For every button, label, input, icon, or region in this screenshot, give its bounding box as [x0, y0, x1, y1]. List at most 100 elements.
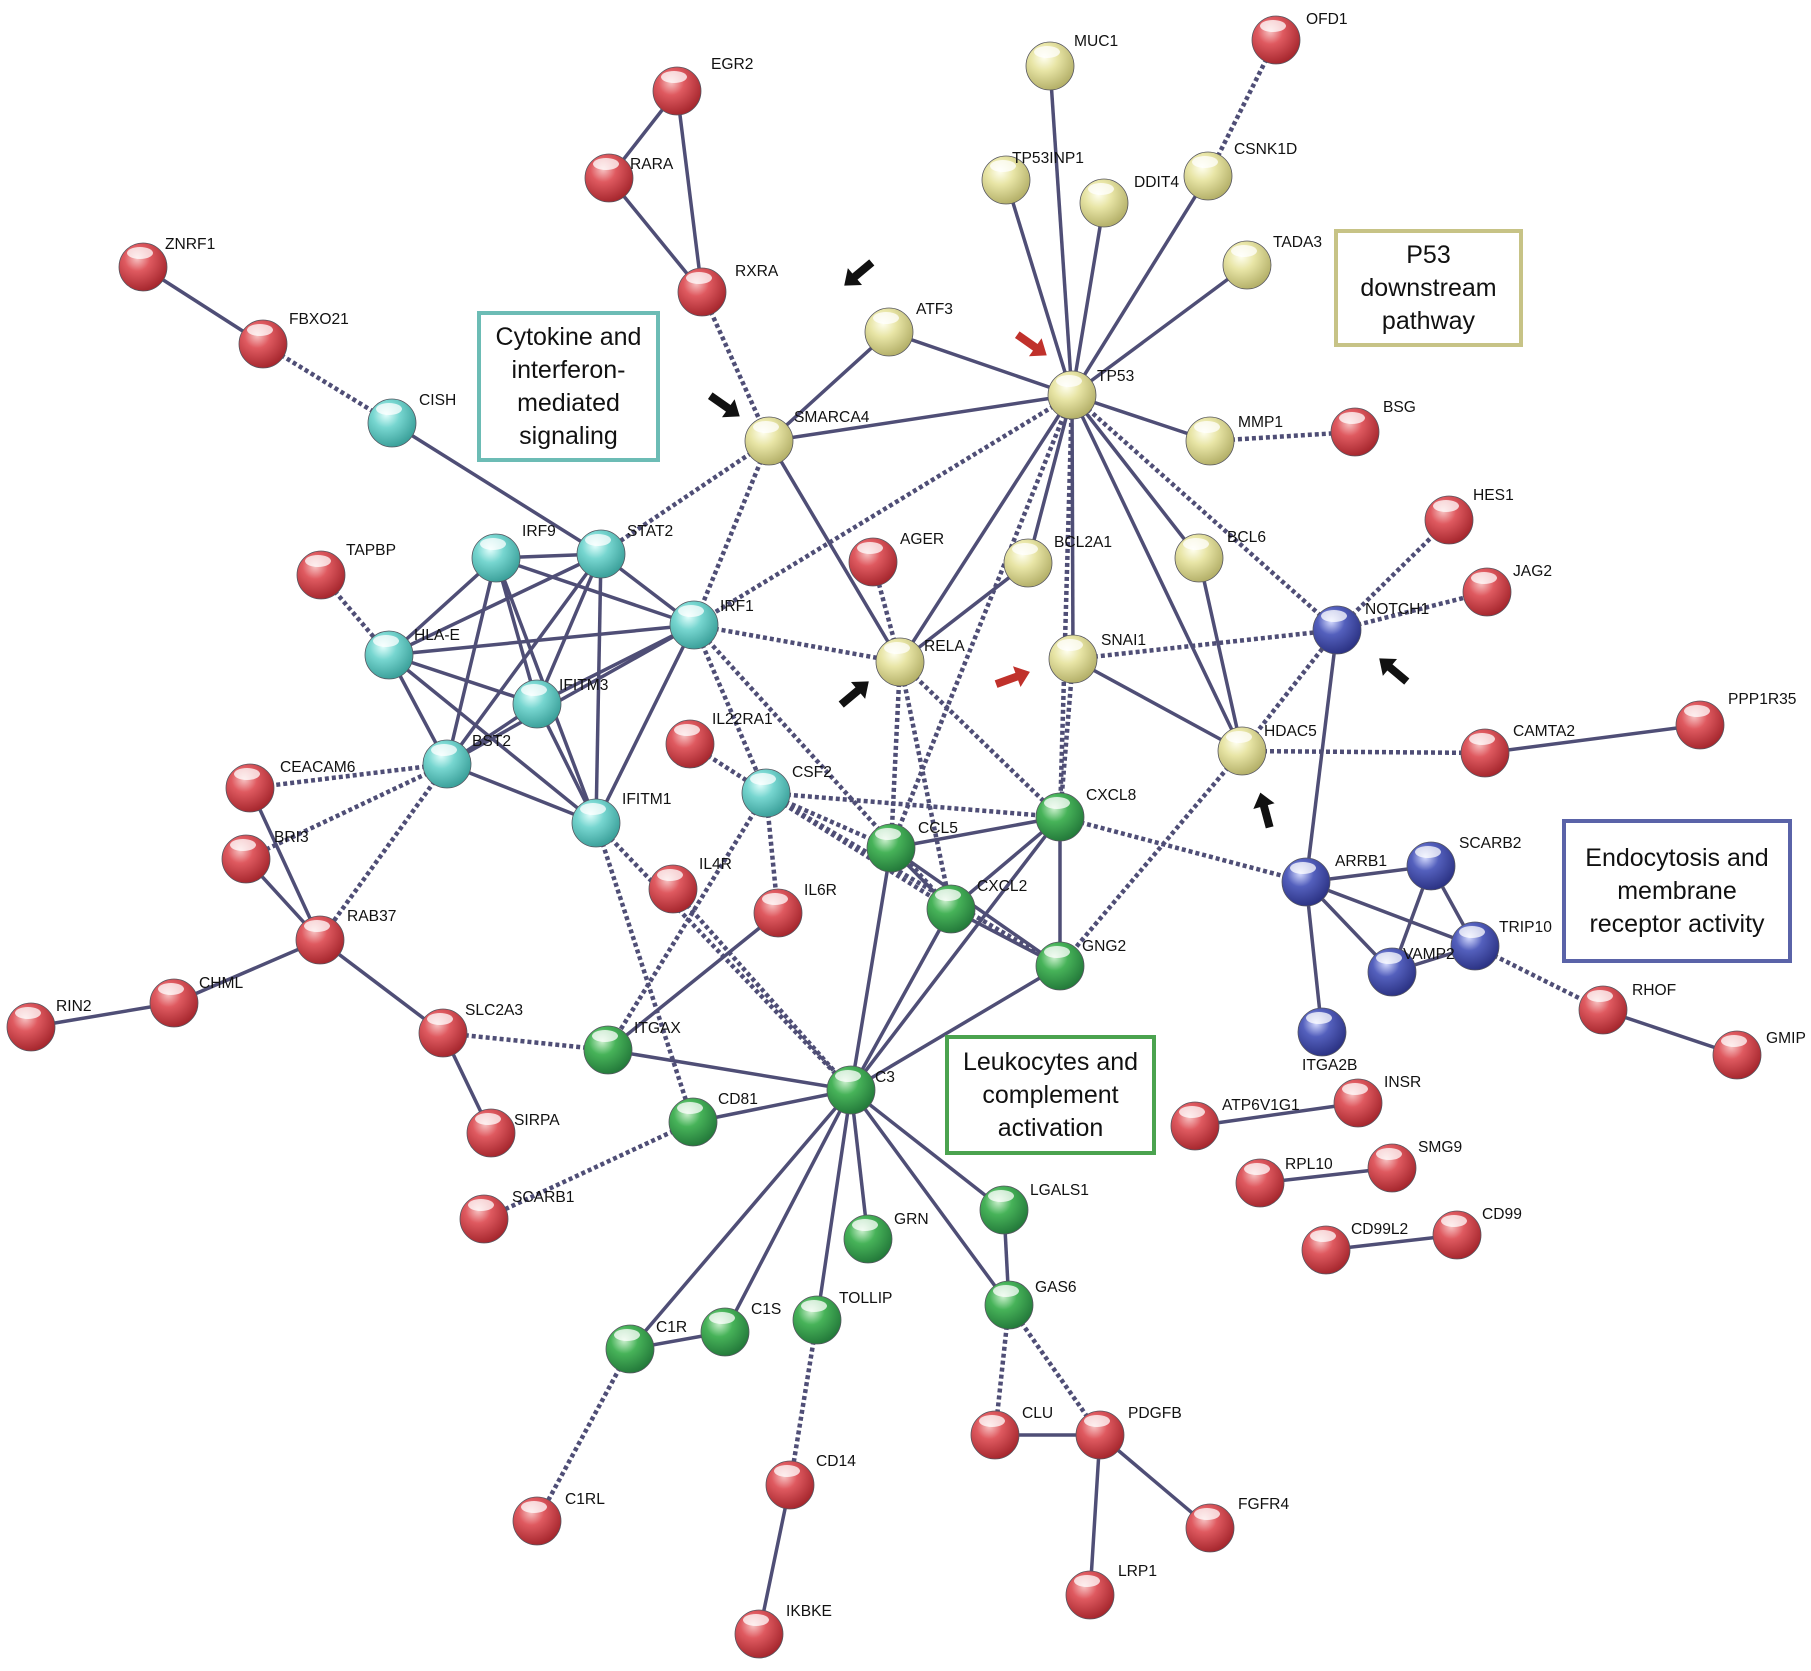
- node-highlight: [1260, 20, 1286, 32]
- edge-CD81-SCARB1: [483, 1119, 694, 1222]
- node-rpl10: RPL10: [1235, 1156, 1333, 1208]
- node-slc2a3: SLC2A3: [418, 1002, 523, 1058]
- node-highlight: [935, 889, 961, 901]
- node-fbxo21: FBXO21: [238, 311, 349, 369]
- node-highlight: [678, 605, 704, 617]
- node-highlight: [873, 312, 899, 324]
- node-hes1: HES1: [1424, 487, 1514, 545]
- node-rin2: RIN2: [6, 998, 92, 1052]
- node-label: DDIT4: [1134, 174, 1179, 191]
- node-tada3: TADA3: [1222, 234, 1322, 290]
- node-label: CD81: [718, 1091, 758, 1108]
- node-label: IFITM1: [622, 791, 671, 808]
- node-highlight: [774, 1465, 800, 1477]
- edge-STAT2-IFITM3: [535, 553, 603, 705]
- node-irf9: IRF9: [471, 523, 556, 583]
- edge-HDAC5-NOTCH1: [1240, 628, 1339, 753]
- edge-BCL6-HDAC5: [1197, 557, 1244, 752]
- node-cxcl2: CXCL2: [926, 878, 1027, 934]
- edge-ITGAX-SLC2A3: [442, 1030, 609, 1053]
- node-label: IRF9: [522, 523, 556, 540]
- node-label: TOLLIP: [839, 1290, 892, 1307]
- edge-C3-TOLLIP: [815, 1089, 853, 1321]
- edge-TP53-CXCL8: [1057, 394, 1075, 818]
- node-label: CXCL2: [977, 878, 1027, 895]
- node-highlight: [1290, 862, 1316, 874]
- node-highlight: [1471, 572, 1497, 584]
- edge-ARRB1-TRIP10: [1305, 880, 1476, 948]
- edge-SMARCA4-TP53: [768, 393, 1073, 443]
- edge-HDAC5-GNG2: [1058, 749, 1244, 968]
- edge-IRF9-IFITM3: [494, 557, 539, 705]
- node-highlight: [884, 642, 910, 654]
- node-label: ZNRF1: [165, 236, 215, 253]
- node-insr: INSR: [1333, 1074, 1421, 1128]
- node-label: ATF3: [916, 301, 953, 318]
- node-hla-e: HLA-E: [364, 627, 460, 680]
- node-highlight: [1056, 375, 1082, 387]
- node-highlight: [857, 542, 883, 554]
- node-label: CLU: [1022, 1405, 1053, 1422]
- node-highlight: [1321, 610, 1347, 622]
- node-label: RELA: [924, 638, 965, 655]
- node-label: ITGAX: [634, 1020, 681, 1037]
- node-gmip: GMIP: [1712, 1030, 1806, 1080]
- node-scarb1: SCARB1: [459, 1189, 574, 1244]
- node-c1rl: C1RL: [512, 1491, 605, 1546]
- edge-CAMTA2-PPP1R35: [1484, 723, 1701, 755]
- node-bst2: BST2: [422, 733, 511, 789]
- node-highlight: [1415, 846, 1441, 858]
- node-highlight: [1342, 1083, 1368, 1095]
- node-label: INSR: [1384, 1074, 1421, 1091]
- node-smarca4: SMARCA4: [744, 409, 870, 466]
- edge-TP53-BCL6: [1070, 393, 1201, 560]
- node-highlight: [1587, 990, 1613, 1002]
- node-scarb2: SCARB2: [1406, 835, 1521, 891]
- node-highlight: [1310, 1230, 1336, 1242]
- edge-IRF1-CSF2: [691, 624, 769, 794]
- node-ofd1: OFD1: [1251, 11, 1348, 65]
- node-highlight: [1088, 183, 1114, 195]
- node-tp53: TP53: [1047, 368, 1134, 420]
- edge-C3-C1R: [628, 1088, 853, 1351]
- node-label: CHML: [199, 975, 244, 992]
- node-highlight: [585, 534, 611, 546]
- node-highlight: [875, 828, 901, 840]
- node-trip10: TRIP10: [1450, 919, 1552, 971]
- node-label: SCARB2: [1459, 835, 1521, 852]
- node-highlight: [431, 744, 457, 756]
- edge-DDIT4-TP53: [1070, 202, 1106, 396]
- edge-IL6R-ITGAX: [606, 911, 780, 1052]
- edge-C3-GAS6: [849, 1088, 1011, 1307]
- node-hdac5: HDAC5: [1217, 723, 1317, 776]
- edge-ATF3-TP53: [888, 330, 1073, 397]
- edge-CXCL8-ARRB1: [1059, 814, 1307, 885]
- edge-PDGFB-LRP1: [1088, 1434, 1102, 1596]
- node-label: FBXO21: [289, 311, 349, 328]
- node-gas6: GAS6: [984, 1279, 1077, 1330]
- node-il22ra1: IL22RA1: [665, 711, 773, 769]
- node-fgfr4: FGFR4: [1185, 1496, 1289, 1553]
- node-highlight: [158, 983, 184, 995]
- node-highlight: [801, 1300, 827, 1312]
- node-cxcl8: CXCL8: [1035, 787, 1136, 842]
- node-highlight: [674, 724, 700, 736]
- node-label: ITGA2B: [1302, 1057, 1357, 1074]
- node-highlight: [1469, 733, 1495, 745]
- node-highlight: [521, 684, 547, 696]
- edge-IRF9-IRF1: [495, 556, 695, 627]
- node-highlight: [1441, 1215, 1467, 1227]
- node-label: TADA3: [1273, 234, 1322, 251]
- red-arrow-icon: [1014, 331, 1047, 357]
- edge-ITGAX-C3: [607, 1048, 852, 1092]
- node-cd14: CD14: [765, 1453, 856, 1510]
- node-atf3: ATF3: [864, 301, 953, 357]
- node-highlight: [852, 1219, 878, 1231]
- edge-CSNK1D-TP53: [1070, 175, 1210, 396]
- node-lrp1: LRP1: [1065, 1563, 1157, 1620]
- node-tapbp: TAPBP: [296, 542, 396, 600]
- node-highlight: [592, 1030, 618, 1042]
- node-label: SMARCA4: [794, 409, 870, 426]
- black-arrow-icon: [1253, 792, 1275, 829]
